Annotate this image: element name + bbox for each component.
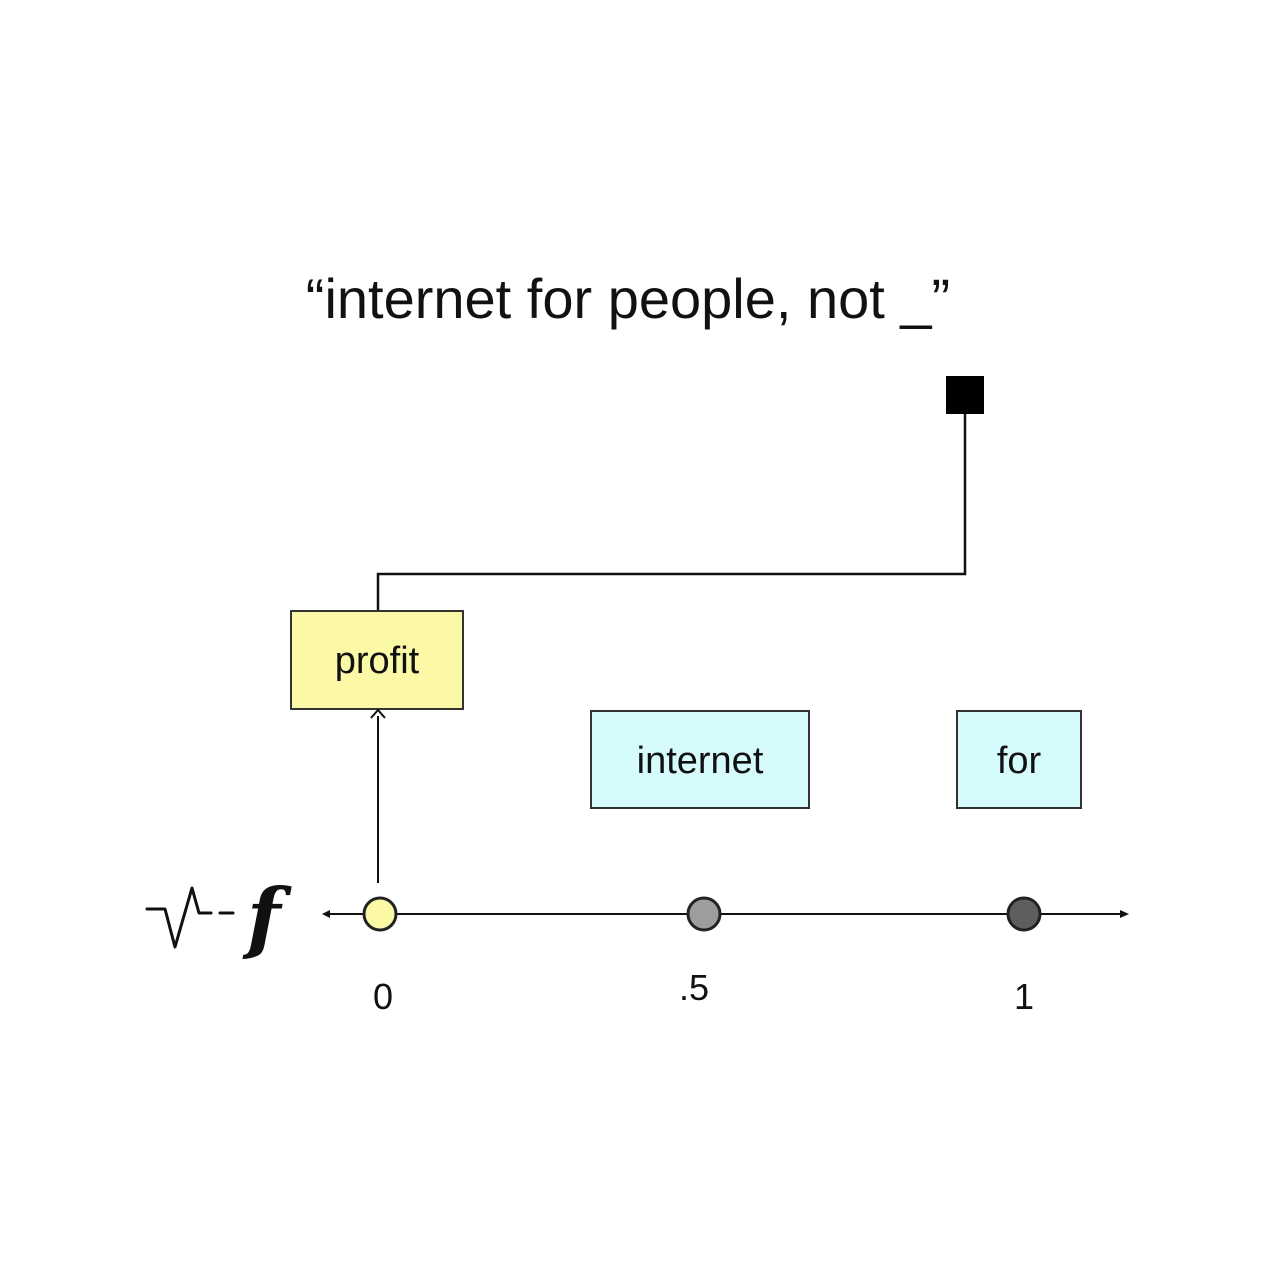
selection-arrowhead-icon: [370, 708, 386, 719]
waveform-icon: [145, 886, 235, 949]
prompt-text: “internet for people, not _”: [306, 267, 950, 330]
token-label-internet: internet: [637, 740, 764, 782]
token-box-profit-rect: [290, 610, 464, 710]
point-internet: [686, 896, 722, 932]
token-box-for: for: [956, 710, 1082, 809]
token-box-for-rect: [956, 710, 1082, 809]
output-marker-square-icon: [946, 376, 984, 414]
function-f-glyph: f: [242, 872, 292, 963]
tick-label-1: 1: [1014, 976, 1034, 1017]
selection-connector-line: [376, 414, 967, 611]
token-box-internet: internet: [590, 710, 810, 809]
axis-right-arrow-icon: [1120, 910, 1129, 918]
tick-label-half: .5: [679, 967, 709, 1008]
point-for: [1006, 896, 1042, 932]
token-box-profit: profit: [290, 610, 464, 710]
token-box-internet-rect: [590, 710, 810, 809]
axis-left-arrow-icon: [322, 910, 330, 918]
tick-label-0: 0: [373, 976, 393, 1017]
token-label-profit: profit: [335, 640, 420, 682]
point-profit: [362, 896, 398, 932]
token-label-for: for: [997, 740, 1042, 782]
